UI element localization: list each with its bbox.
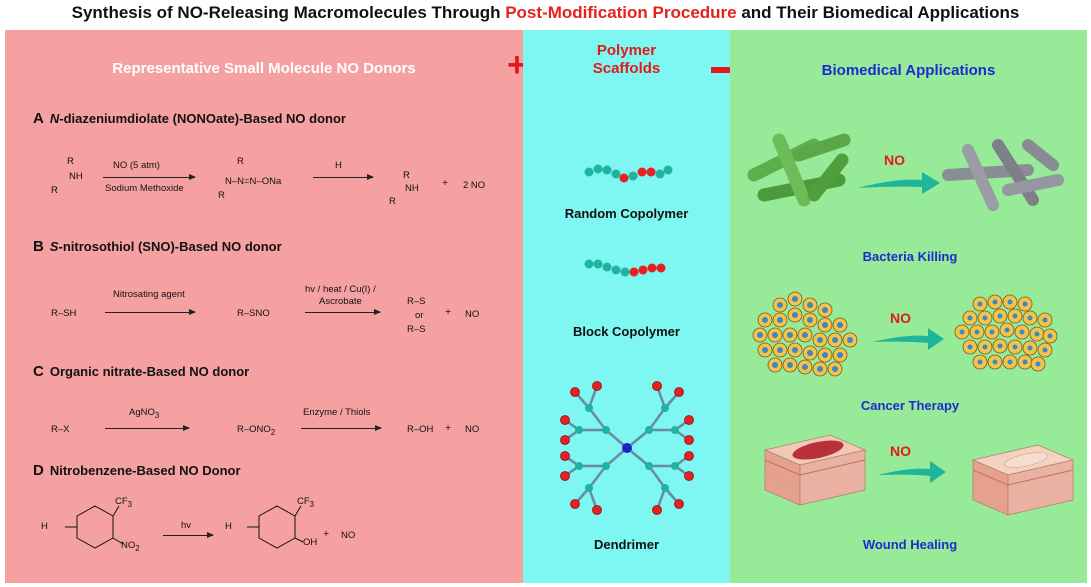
reaction-arrow bbox=[163, 532, 214, 538]
reaction-arrow bbox=[105, 309, 196, 315]
reaction-arrow bbox=[313, 174, 374, 180]
nitrobenzene-ring-product bbox=[247, 505, 304, 549]
dendrimer-structure bbox=[560, 381, 694, 515]
bacteria-killing-label: Bacteria Killing bbox=[862, 249, 958, 264]
no-label-wound: NO bbox=[890, 443, 911, 459]
random-copolymer-label: Random Copolymer bbox=[564, 206, 689, 221]
reaction-arrow bbox=[305, 309, 381, 315]
gray-bacteria-icon bbox=[942, 139, 1064, 211]
cancer-cells-after-icon bbox=[954, 294, 1058, 372]
block-copolymer-label: Block Copolymer bbox=[573, 324, 680, 339]
no-label-cancer: NO bbox=[890, 310, 911, 326]
plus-sign: + bbox=[507, 46, 527, 84]
reaction-arrow bbox=[301, 425, 382, 431]
reaction-arrow bbox=[105, 425, 190, 431]
teal-arrow-icon bbox=[858, 172, 940, 194]
reaction-arrow bbox=[103, 174, 196, 180]
cancer-cells-before-icon bbox=[752, 291, 858, 377]
middle-panel-heading: Polymer Scaffolds bbox=[592, 42, 661, 77]
teal-arrow-icon bbox=[872, 328, 944, 350]
small-molecule-panel: Representative Small Molecule NO Donors … bbox=[5, 30, 523, 583]
block-copolymer-chain bbox=[584, 259, 666, 277]
wound-skin-before-icon bbox=[763, 434, 867, 506]
teal-arrow-icon bbox=[878, 461, 946, 483]
right-panel-heading: Biomedical Applications bbox=[821, 62, 996, 79]
figure-title: Synthesis of NO-Releasing Macromolecules… bbox=[71, 3, 1020, 22]
cancer-therapy-label: Cancer Therapy bbox=[860, 398, 960, 413]
random-copolymer-chain bbox=[584, 164, 673, 183]
no-label-bacteria: NO bbox=[884, 152, 905, 168]
nitrobenzene-ring-start bbox=[65, 505, 124, 549]
biomedical-applications-panel: Biomedical Applications NO Bacteria Kill… bbox=[730, 30, 1087, 583]
wound-healing-label: Wound Healing bbox=[862, 537, 958, 552]
dendrimer-label: Dendrimer bbox=[593, 537, 660, 552]
wound-skin-after-icon bbox=[971, 444, 1075, 516]
left-panel-heading: Representative Small Molecule NO Donors bbox=[112, 60, 416, 77]
green-bacteria-icon bbox=[747, 133, 851, 207]
polymer-scaffolds-panel: Polymer Scaffolds Random Copolymer Block… bbox=[523, 30, 730, 583]
title-highlight: Post-Modification Procedure bbox=[505, 3, 737, 22]
